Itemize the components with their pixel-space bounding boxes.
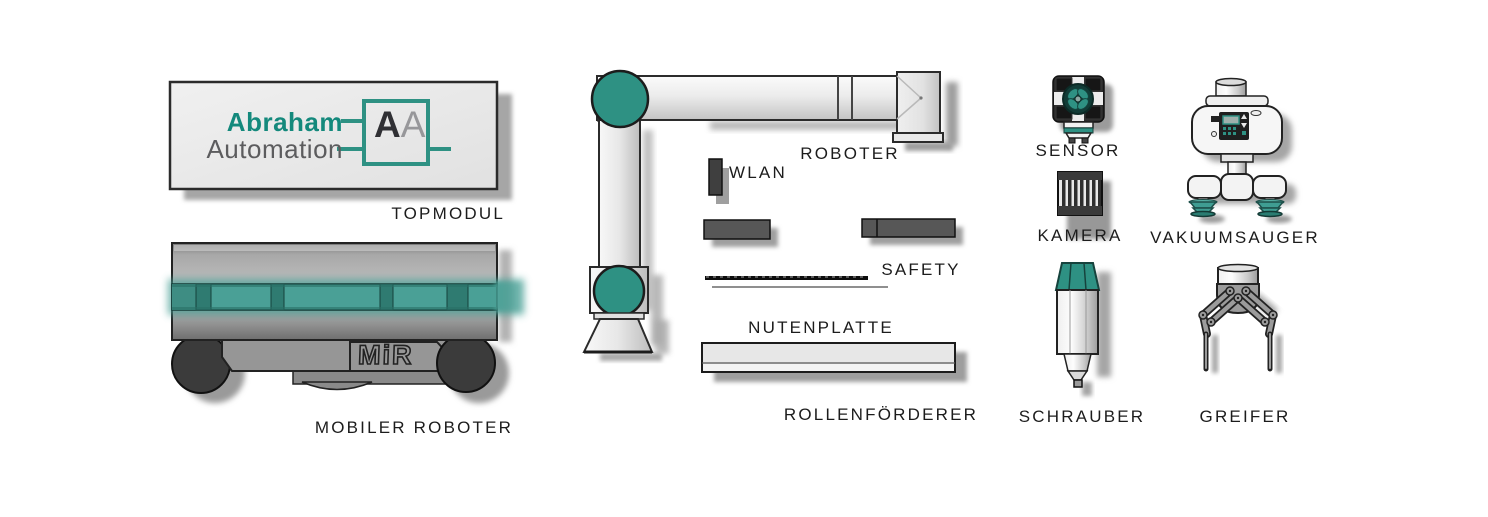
- label-vakuumsauger: VAKUUMSAUGER: [1150, 228, 1320, 247]
- kamera-illustration: [1057, 171, 1111, 239]
- vakuumsauger-illustration: [1187, 77, 1296, 223]
- label-nutenplatte: NUTENPLATTE: [748, 318, 894, 337]
- scan-line: [705, 276, 868, 280]
- label-sensor: SENSOR: [1035, 141, 1121, 160]
- label-roboter: ROBOTER: [800, 144, 900, 163]
- mir-brand-text: MiR: [357, 339, 415, 371]
- topmodul-illustration: [168, 80, 512, 200]
- safety-scanner-illustration: [703, 218, 963, 288]
- brand-monogram: AA: [374, 106, 425, 143]
- right-wheel: [436, 333, 496, 393]
- arm-lower-segment: [598, 119, 641, 271]
- screwdriver-cap: [1054, 262, 1101, 291]
- screwdriver-body: [1056, 289, 1099, 355]
- brand-logo: Abraham Automation: [197, 109, 343, 163]
- label-kamera: KAMERA: [1037, 226, 1123, 245]
- robot-arm-illustration: [582, 69, 958, 361]
- caster-wheel: [301, 381, 373, 391]
- mobile-robot-illustration: [168, 242, 525, 403]
- gripper-joints: [1198, 286, 1278, 327]
- wrist-joint: [592, 264, 646, 318]
- aa-logo-symbol: [337, 99, 451, 166]
- label-schrauber: SCHRAUBER: [1018, 407, 1146, 426]
- wlan-illustration: [708, 158, 729, 204]
- greifer-illustration: [1198, 263, 1282, 373]
- label-safety: SAFETY: [881, 260, 961, 279]
- elbow-joint: [892, 71, 944, 143]
- brand-name-line2: Automation: [206, 134, 343, 164]
- arm-base: [582, 318, 654, 353]
- suction-cups: [1188, 197, 1285, 218]
- monogram-letter-light: A: [400, 104, 426, 145]
- nutenplatte-illustration: [701, 342, 967, 382]
- label-topmodul: TOPMODUL: [391, 204, 505, 223]
- gripper-linkage: [1199, 287, 1277, 372]
- sensor-illustration: [1052, 75, 1113, 144]
- schrauber-illustration: [1054, 262, 1111, 396]
- label-rollenfoerderer: ROLLENFÖRDERER: [783, 405, 979, 424]
- shoulder-joint: [590, 69, 650, 129]
- brand-name-line1: Abraham: [226, 107, 343, 137]
- label-mobiler-roboter: MOBILER ROBOTER: [314, 418, 514, 437]
- label-greifer: GREIFER: [1199, 407, 1291, 426]
- monogram-letter-bold: A: [374, 104, 401, 145]
- chassis: [221, 338, 471, 372]
- label-wlan: WLAN: [729, 163, 787, 182]
